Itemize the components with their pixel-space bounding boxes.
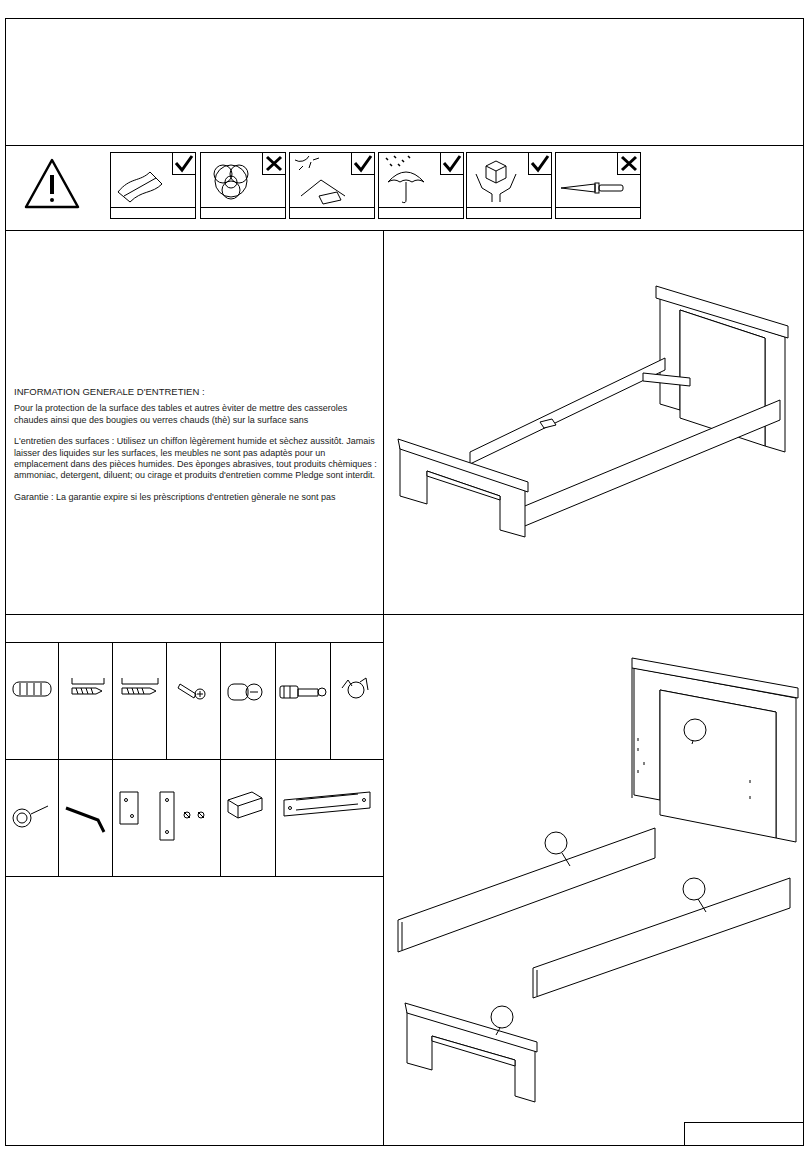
hinge-icon (120, 792, 204, 840)
outer-border (6, 19, 804, 1146)
connector-icon (342, 678, 368, 698)
glide-icon (13, 806, 48, 827)
corner-box (685, 1123, 804, 1146)
bolt-icon (280, 686, 326, 698)
screw-icon (178, 684, 205, 699)
rail-bracket-icon (284, 792, 370, 816)
exploded-parts (398, 658, 798, 1102)
hardware-icons (13, 792, 370, 840)
screw-icon (72, 678, 104, 694)
assembled-bed (398, 286, 788, 537)
maintenance-text: L'entretien des surfaces : Utilisez un c… (14, 436, 378, 482)
maintenance-text: Pour la protection de la surface des tab… (14, 403, 378, 426)
dowel-icon (13, 682, 51, 696)
grid-line (5, 230, 804, 231)
grid-line (5, 614, 804, 615)
bracket-icon (228, 792, 262, 818)
maintenance-text: Garantie : La garantie expire si les prè… (14, 492, 378, 503)
hardware-icons (13, 678, 368, 700)
table-columns (59, 642, 331, 876)
care-icons (110, 153, 641, 219)
warning-icon (26, 160, 78, 207)
grid-line (5, 642, 383, 643)
grid-line (383, 230, 384, 1145)
section-heading: INFORMATION GENERALE D'ENTRETIEN : (14, 386, 378, 397)
allen-key-icon (66, 808, 104, 832)
callout-circles (491, 719, 706, 1035)
cam-lock-icon (228, 684, 262, 700)
grid-line (5, 145, 804, 146)
screw-icon (122, 678, 158, 694)
grid-line (5, 876, 383, 877)
grid-line (5, 759, 383, 760)
maintenance-panel: INFORMATION GENERALE D'ENTRETIEN : Pour l… (14, 386, 378, 513)
